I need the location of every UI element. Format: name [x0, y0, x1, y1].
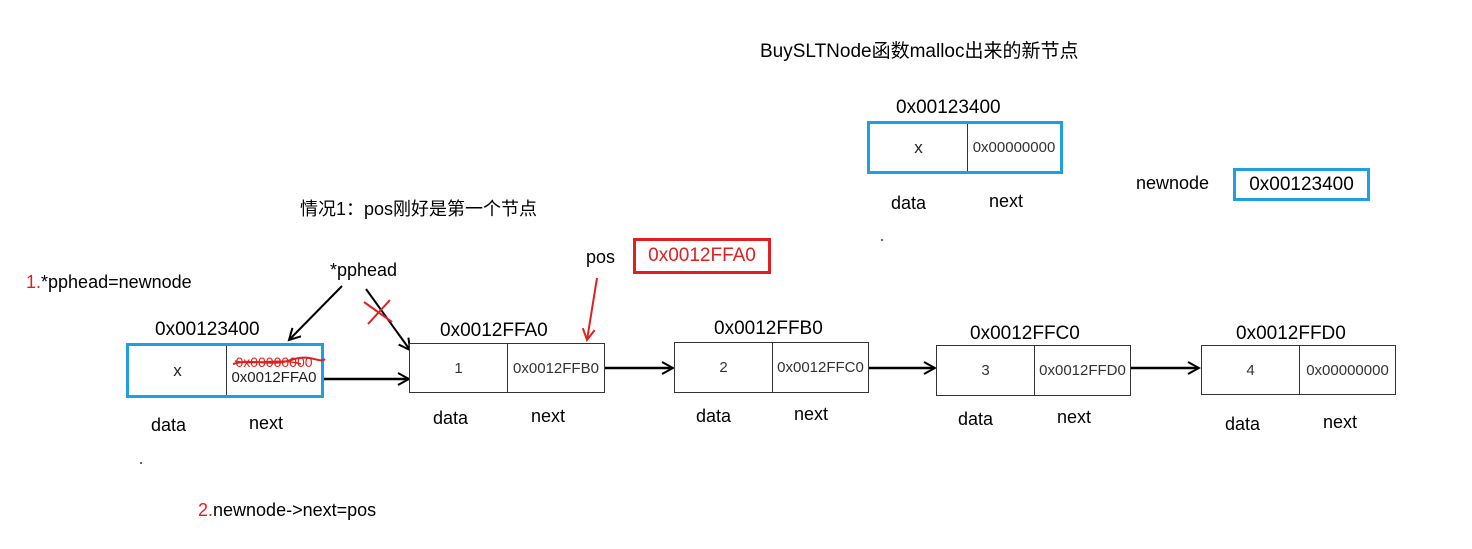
node4-next-label: next	[1323, 412, 1358, 432]
node2-next: 0x0012FFC0	[772, 343, 868, 392]
node1-data-label: data	[433, 408, 469, 428]
inserted-node-data-label: data	[151, 415, 187, 435]
template-node-data-label: data	[891, 193, 927, 213]
node4-data-label: data	[1225, 414, 1261, 434]
strike-scribble	[233, 356, 327, 366]
pphead-arrow-to-newnode	[289, 285, 343, 340]
node3-next-label: next	[1057, 407, 1092, 427]
inserted-node: x 0x00000000 0x0012FFA0	[126, 343, 327, 398]
pos-label: pos	[586, 247, 616, 267]
node4-addr: 0x0012FFD0	[1236, 323, 1346, 344]
new-next-value: 0x0012FFA0	[231, 368, 317, 386]
node4-next: 0x00000000	[1299, 346, 1395, 394]
list-node-2: 2 0x0012FFC0	[674, 342, 869, 393]
template-node-next: 0x00000000	[967, 124, 1060, 171]
step2-label: 2.newnode->next=pos	[198, 501, 376, 519]
template-node-addr: 0x00123400	[896, 97, 1001, 118]
pos-arrow-to-node1	[587, 277, 598, 340]
dot	[881, 239, 883, 241]
template-node-next-label: next	[989, 191, 1024, 211]
new-node-title: BuySLTNode函数malloc出来的新节点	[760, 41, 1079, 62]
node2-next-label: next	[794, 404, 829, 424]
step2-number: 2.	[198, 500, 214, 520]
node2-data-label: data	[696, 406, 732, 426]
template-node-data: x	[914, 137, 923, 157]
node2-data: 2	[719, 359, 728, 376]
inserted-node-data: x	[173, 360, 182, 380]
node4-data: 4	[1246, 361, 1255, 379]
old-next-value-struck: 0x00000000	[233, 355, 327, 370]
node1-addr: 0x0012FFA0	[440, 320, 548, 341]
list-node-3: 3 0x0012FFD0	[936, 345, 1131, 396]
pos-value-box: 0x0012FFA0	[633, 238, 771, 274]
template-node: x 0x00000000	[867, 121, 1063, 174]
step1-label: 1.*pphead=newnode	[26, 273, 192, 291]
node3-data: 3	[981, 362, 990, 379]
inserted-node-next-label: next	[249, 413, 284, 433]
newnode-value-box: 0x00123400	[1233, 168, 1370, 201]
cross-mark	[367, 299, 391, 325]
pphead-label: *pphead	[330, 260, 398, 280]
list-node-1: 1 0x0012FFB0	[409, 343, 605, 393]
node2-addr: 0x0012FFB0	[714, 318, 823, 339]
node3-next: 0x0012FFD0	[1034, 346, 1130, 395]
node1-next-label: next	[531, 406, 566, 426]
dot	[140, 462, 142, 464]
node1-next: 0x0012FFB0	[507, 344, 604, 392]
step1-text: *pphead=newnode	[41, 272, 192, 292]
inserted-node-addr: 0x00123400	[155, 319, 260, 340]
step2-text: newnode->next=pos	[213, 500, 377, 520]
node3-data-label: data	[958, 409, 994, 429]
list-node-4: 4 0x00000000	[1201, 345, 1396, 395]
case-label: 情况1：pos刚好是第一个节点	[300, 199, 538, 219]
newnode-label: newnode	[1136, 173, 1210, 193]
inserted-node-next: 0x00000000 0x0012FFA0	[226, 346, 327, 395]
node1-data: 1	[454, 359, 463, 377]
node3-addr: 0x0012FFC0	[970, 323, 1080, 344]
step1-number: 1.	[26, 272, 42, 292]
